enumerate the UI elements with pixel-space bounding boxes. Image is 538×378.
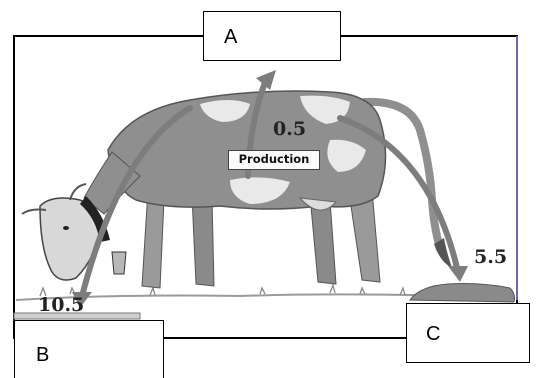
label-box-a: A (203, 11, 341, 61)
cow-eye (63, 226, 69, 230)
label-box-b: B (14, 320, 164, 378)
value-label-top: 0.5 (273, 118, 306, 140)
manure-pile-icon (410, 284, 515, 303)
bell-icon (112, 252, 126, 274)
value-label-right: 5.5 (474, 246, 507, 268)
label-c-text: C (426, 323, 440, 346)
label-box-c: C (406, 303, 530, 363)
label-b-text: B (36, 344, 49, 367)
label-a-text: A (224, 26, 237, 49)
cow-leg-front-right (192, 196, 214, 286)
production-label: Production (228, 150, 320, 170)
arrowhead-c (448, 266, 468, 282)
value-label-left: 10.5 (38, 294, 84, 316)
